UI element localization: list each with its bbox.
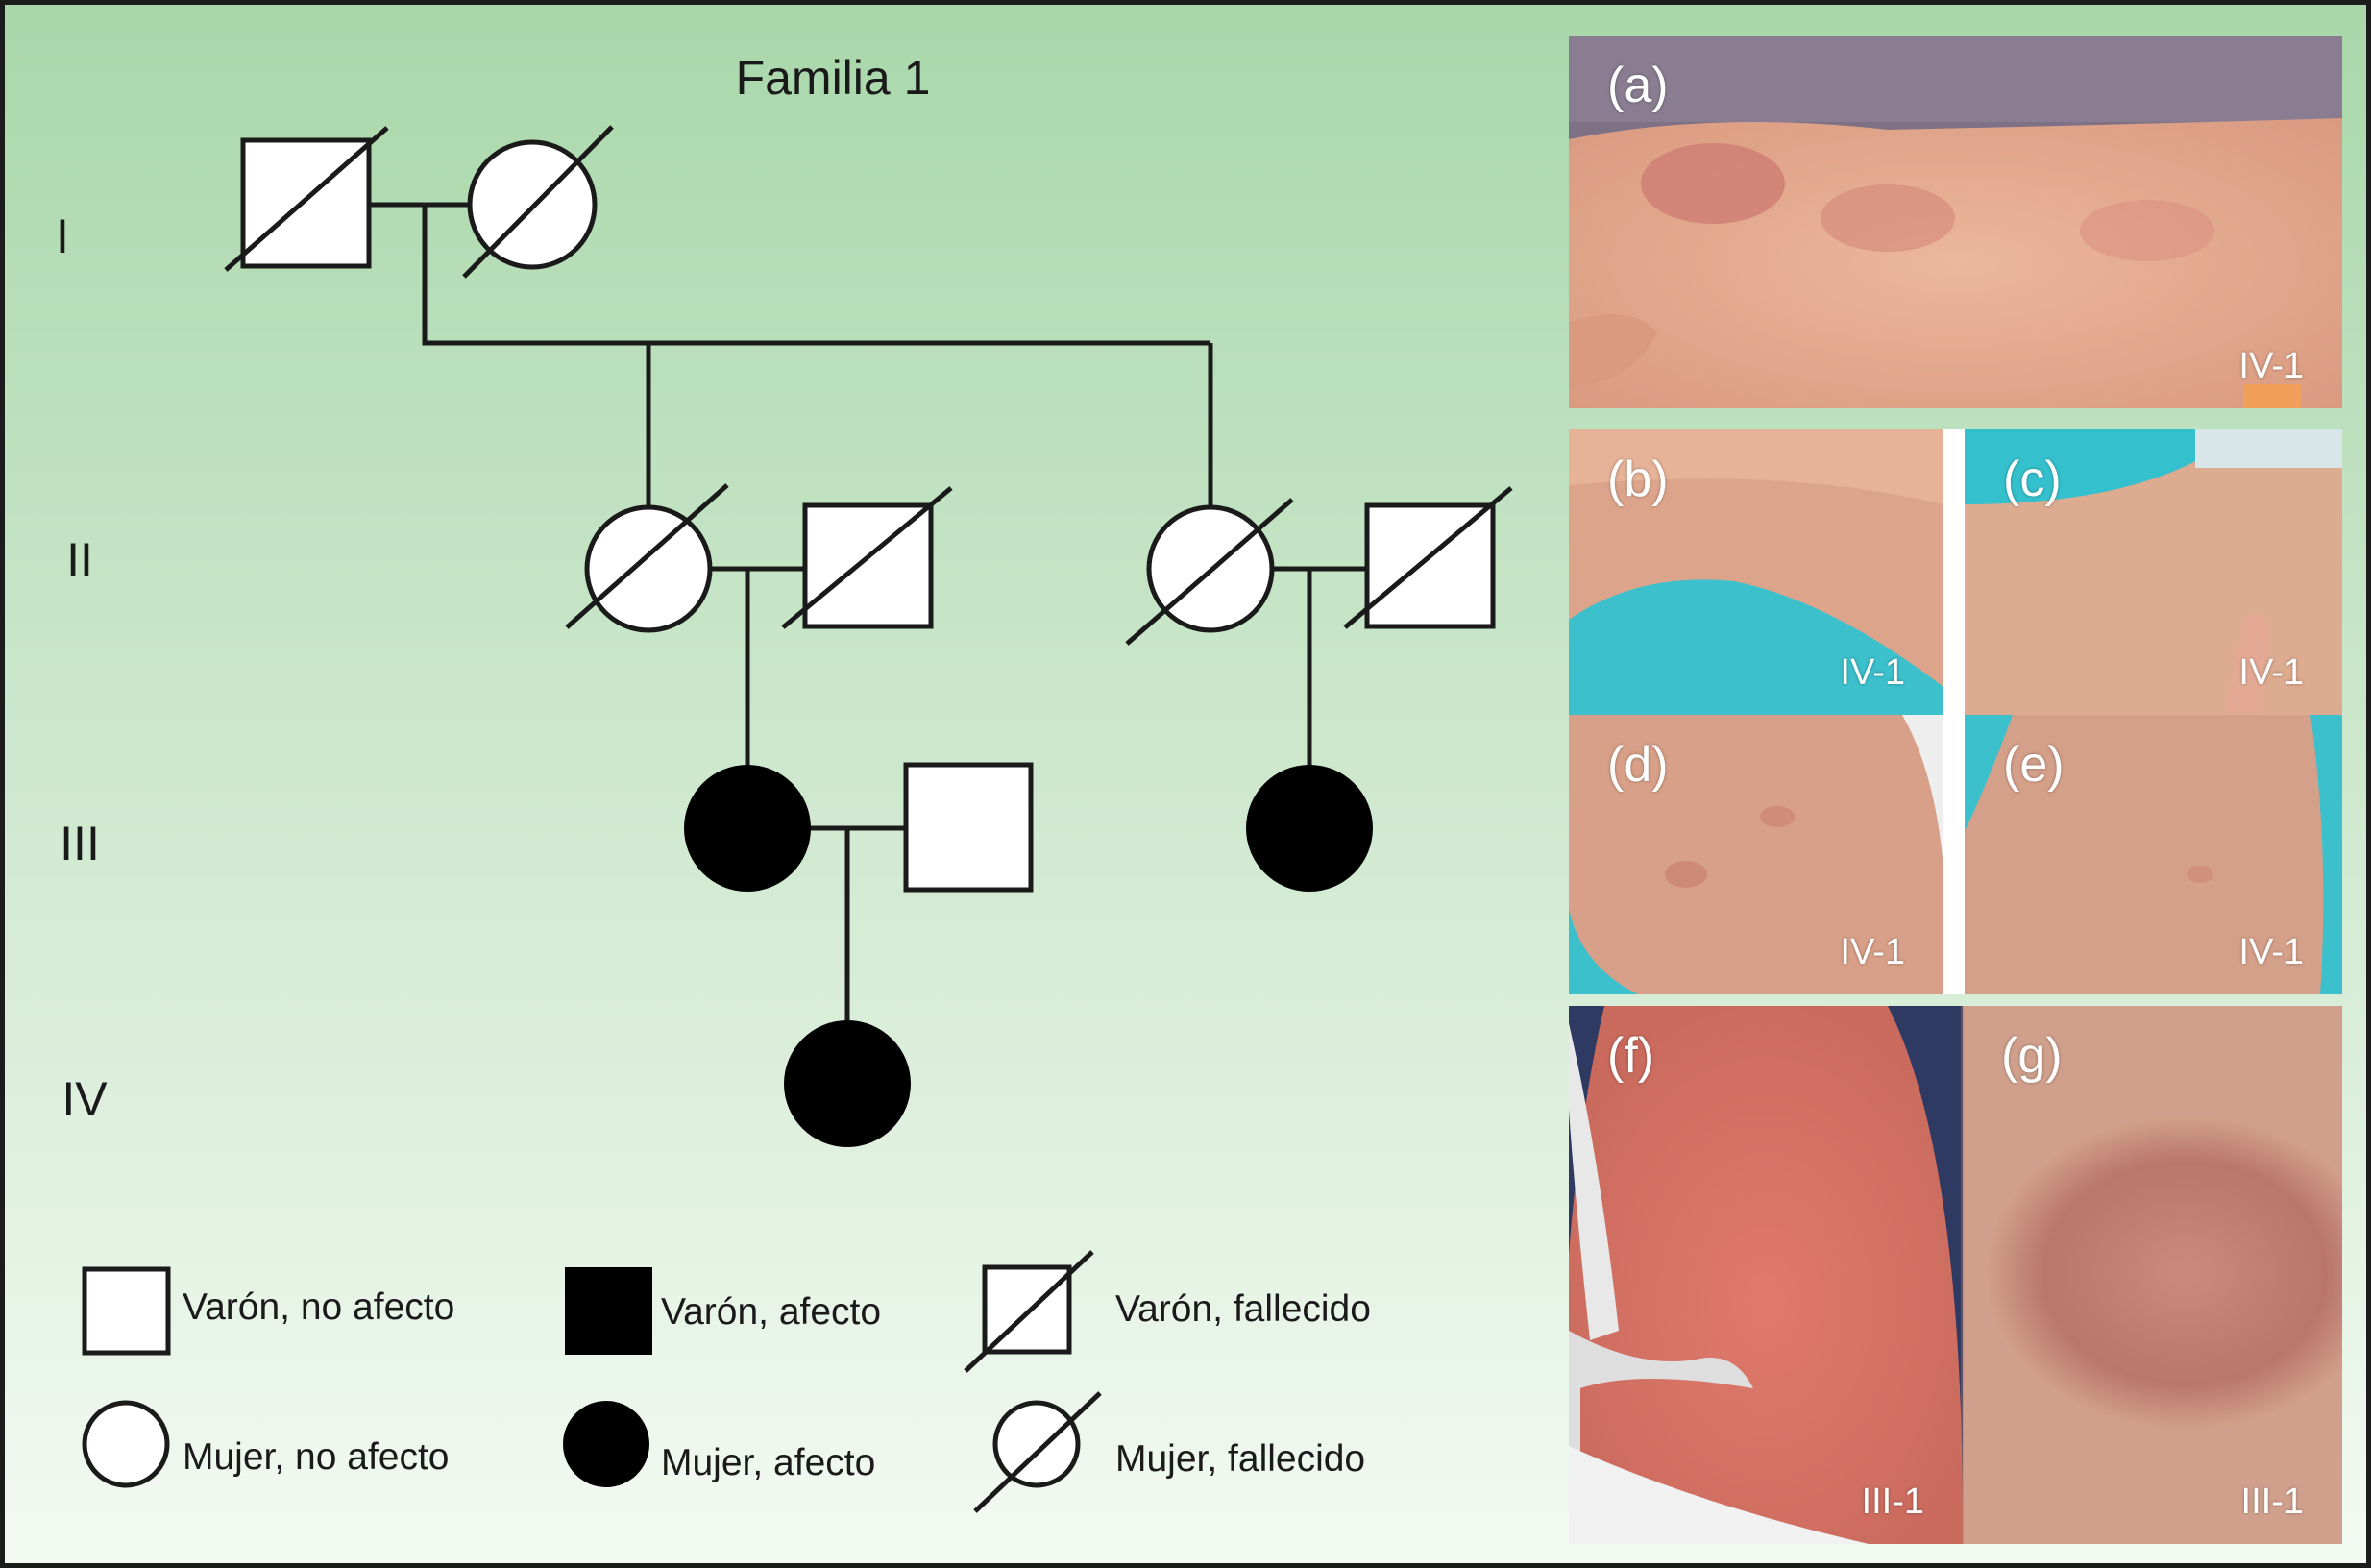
photo-a: (a) IV-1 <box>1569 36 2342 408</box>
photo-f-individual: III-1 <box>1861 1482 1924 1522</box>
photo-a-image <box>1569 36 2342 408</box>
individual-iii-2-male <box>903 762 1034 893</box>
pedigree-figure: Familia 1 I II III IV <box>5 5 2366 1563</box>
individual-iv-1-affected-female <box>784 1020 911 1147</box>
legend-label-male-affected: Varón, afecto <box>661 1291 881 1333</box>
photo-c-image <box>1965 429 2342 715</box>
photo-c-tag: (c) <box>2003 452 2062 507</box>
generation-label-iii: III <box>60 817 100 870</box>
individual-i-1 <box>224 126 389 272</box>
photo-d-individual: IV-1 <box>1840 932 1905 972</box>
legend-symbol-male-deceased <box>964 1250 1094 1373</box>
generation-label-i: I <box>56 209 69 263</box>
photo-a-tag: (a) <box>1607 58 1669 113</box>
photo-g-tag: (g) <box>2001 1028 2063 1084</box>
photo-e-individual: IV-1 <box>2238 932 2304 972</box>
photo-b: (b) IV-1 <box>1569 429 1943 715</box>
photo-c: (c) IV-1 <box>1965 429 2342 715</box>
photo-d-image <box>1569 715 1943 994</box>
legend: Varón, no afecto Varón, afecto Varón, fa… <box>82 1250 1371 1513</box>
photo-e-image <box>1965 715 2342 994</box>
legend-label-male-unaffected: Varón, no afecto <box>183 1286 454 1328</box>
sibship-line-ii <box>422 205 1210 346</box>
legend-symbol-female-unaffected <box>82 1400 170 1488</box>
individual-ii-2 <box>781 486 953 629</box>
legend-symbol-female-affected <box>563 1401 649 1487</box>
individual-iii-1-affected-female <box>684 765 811 892</box>
legend-label-female-unaffected: Mujer, no afecto <box>183 1436 450 1478</box>
photo-b-image <box>1569 429 1943 715</box>
individual-ii-3 <box>1125 498 1294 646</box>
photo-f-tag: (f) <box>1607 1028 1655 1084</box>
photo-d: (d) IV-1 <box>1569 715 1943 994</box>
photo-dividers <box>1943 429 1965 1544</box>
photo-b-individual: IV-1 <box>1840 652 1905 693</box>
photo-g-individual: III-1 <box>2240 1482 2304 1522</box>
title: Familia 1 <box>736 51 931 105</box>
individual-ii-4 <box>1343 486 1513 629</box>
photo-f: (f) III-1 <box>1569 1006 1963 1544</box>
legend-symbol-male-affected <box>565 1267 652 1355</box>
legend-label-female-affected: Mujer, afecto <box>661 1442 875 1483</box>
photo-g: (g) III-1 <box>1963 1006 2342 1544</box>
photo-f-image <box>1569 1006 1963 1544</box>
generation-label-iv: IV <box>61 1072 108 1126</box>
legend-symbol-female-deceased <box>973 1391 1102 1513</box>
legend-symbol-male-unaffected <box>82 1266 171 1356</box>
generation-label-ii: II <box>66 533 93 587</box>
legend-label-male-deceased: Varón, fallecido <box>1115 1288 1371 1330</box>
photo-d-tag: (d) <box>1607 737 1669 793</box>
photo-e: (e) IV-1 <box>1965 715 2342 994</box>
individual-i-2 <box>462 125 614 279</box>
photo-g-image <box>1963 1006 2342 1544</box>
photo-b-tag: (b) <box>1607 452 1669 507</box>
individual-iii-3-affected-female <box>1246 765 1373 892</box>
photo-e-tag: (e) <box>2003 737 2065 793</box>
photo-c-individual: IV-1 <box>2238 652 2304 693</box>
individual-ii-1 <box>565 483 729 633</box>
pedigree-lines <box>369 202 1367 1021</box>
legend-label-female-deceased: Mujer, fallecido <box>1115 1438 1365 1480</box>
photo-a-individual: IV-1 <box>2238 346 2304 386</box>
